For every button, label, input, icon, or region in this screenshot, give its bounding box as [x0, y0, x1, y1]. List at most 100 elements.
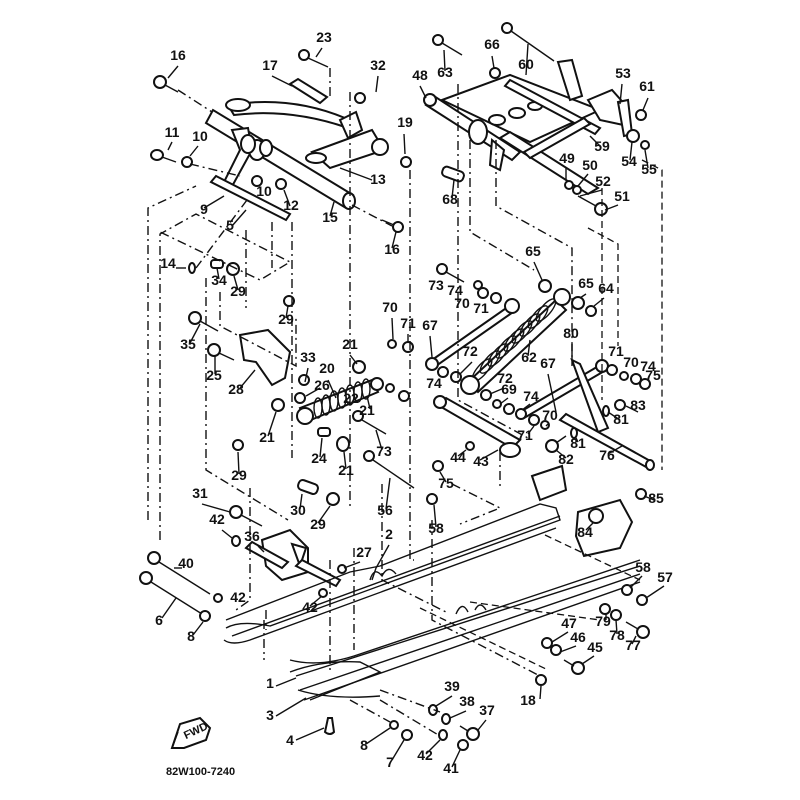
callout-37: 37 [479, 702, 495, 718]
callout-75: 75 [438, 475, 454, 491]
callout-72: 72 [462, 343, 478, 359]
callout-70: 70 [623, 354, 639, 370]
bolt-77 [625, 621, 650, 639]
callout-81: 81 [613, 411, 629, 427]
callout-18: 18 [520, 692, 536, 708]
callout-70: 70 [382, 299, 398, 315]
callout-21: 21 [259, 429, 275, 445]
callout-16: 16 [170, 47, 186, 63]
callout-34: 34 [211, 272, 227, 288]
callout-54: 54 [621, 153, 637, 169]
callout-64: 64 [598, 280, 614, 296]
bolt-60 [501, 22, 555, 62]
callout-68: 68 [442, 191, 458, 207]
callout-15: 15 [322, 209, 338, 225]
callout-65: 65 [525, 243, 541, 259]
callout-28: 28 [228, 381, 244, 397]
callout-20: 20 [319, 360, 335, 376]
leader-lines [161, 43, 665, 768]
bolt-4 [323, 717, 336, 735]
callout-21: 21 [342, 336, 358, 352]
callout-38: 38 [459, 693, 475, 709]
callout-56: 56 [377, 502, 393, 518]
bolt-6 [139, 571, 203, 615]
callout-83: 83 [630, 397, 646, 413]
callout-44: 44 [450, 449, 466, 465]
fasteners [139, 22, 651, 751]
callout-42: 42 [230, 589, 246, 605]
callout-29: 29 [230, 283, 246, 299]
forward-arrow-icon: FWD [170, 716, 212, 749]
bolt-73-rear [436, 263, 465, 283]
callout-39: 39 [444, 678, 460, 694]
callout-73: 73 [428, 277, 444, 293]
bolt-37 [459, 725, 480, 741]
callout-32: 32 [370, 57, 386, 73]
callout-45: 45 [587, 639, 603, 655]
bolt-16-lower [381, 219, 404, 233]
bolt-82 [545, 435, 567, 453]
rear-pivot-frame [423, 58, 640, 196]
callout-43: 43 [473, 453, 489, 469]
callout-79: 79 [595, 613, 611, 629]
callout-57: 57 [657, 569, 673, 585]
callout-80: 80 [563, 325, 579, 341]
callout-52: 52 [595, 173, 611, 189]
bolt-23 [298, 49, 329, 68]
callout-77: 77 [625, 637, 641, 653]
callout-35: 35 [180, 336, 196, 352]
callout-26: 26 [314, 377, 330, 393]
callout-2: 2 [385, 526, 393, 542]
callout-22: 22 [343, 390, 359, 406]
callout-42: 42 [209, 511, 225, 527]
callout-47: 47 [561, 615, 577, 631]
bolt-63 [432, 34, 463, 56]
callout-60: 60 [518, 56, 534, 72]
callout-23: 23 [316, 29, 332, 45]
callout-72: 72 [497, 370, 513, 386]
callout-7: 7 [386, 754, 394, 770]
callout-75: 75 [645, 367, 661, 383]
callout-76: 76 [599, 447, 615, 463]
callout-24: 24 [311, 450, 327, 466]
rear-shock-absorber [460, 288, 571, 395]
callout-30: 30 [290, 502, 306, 518]
callout-17: 17 [262, 57, 278, 73]
callout-48: 48 [412, 67, 428, 83]
callout-85: 85 [648, 490, 664, 506]
callout-6: 6 [155, 612, 163, 628]
callout-71: 71 [608, 343, 624, 359]
callout-74: 74 [426, 375, 442, 391]
bolt-73-front [352, 410, 387, 435]
callout-84: 84 [577, 524, 593, 540]
callout-53: 53 [615, 65, 631, 81]
callout-13: 13 [370, 171, 386, 187]
callout-50: 50 [582, 157, 598, 173]
callout-3: 3 [266, 707, 274, 723]
bolt-51 [577, 195, 608, 216]
callout-14: 14 [160, 255, 176, 271]
callout-31: 31 [192, 485, 208, 501]
callout-29: 29 [278, 311, 294, 327]
arm-80 [570, 357, 610, 434]
callout-27: 27 [356, 544, 372, 560]
shock-bracket [238, 328, 292, 387]
front-shock-spring [313, 378, 371, 419]
callout-55: 55 [641, 161, 657, 177]
callout-10: 10 [256, 183, 272, 199]
front-lower-bracket [244, 528, 342, 588]
bolt-40 [147, 551, 211, 595]
callout-5: 5 [226, 217, 234, 233]
callout-40: 40 [178, 555, 194, 571]
callout-16: 16 [384, 241, 400, 257]
bolt-11 [150, 149, 177, 163]
bolt-56 [363, 450, 415, 489]
callout-10: 10 [192, 128, 208, 144]
callout-19: 19 [397, 114, 413, 130]
callout-29: 29 [310, 516, 326, 532]
callout-25: 25 [206, 367, 222, 383]
slide-rails [223, 464, 641, 701]
callout-62: 62 [521, 349, 537, 365]
